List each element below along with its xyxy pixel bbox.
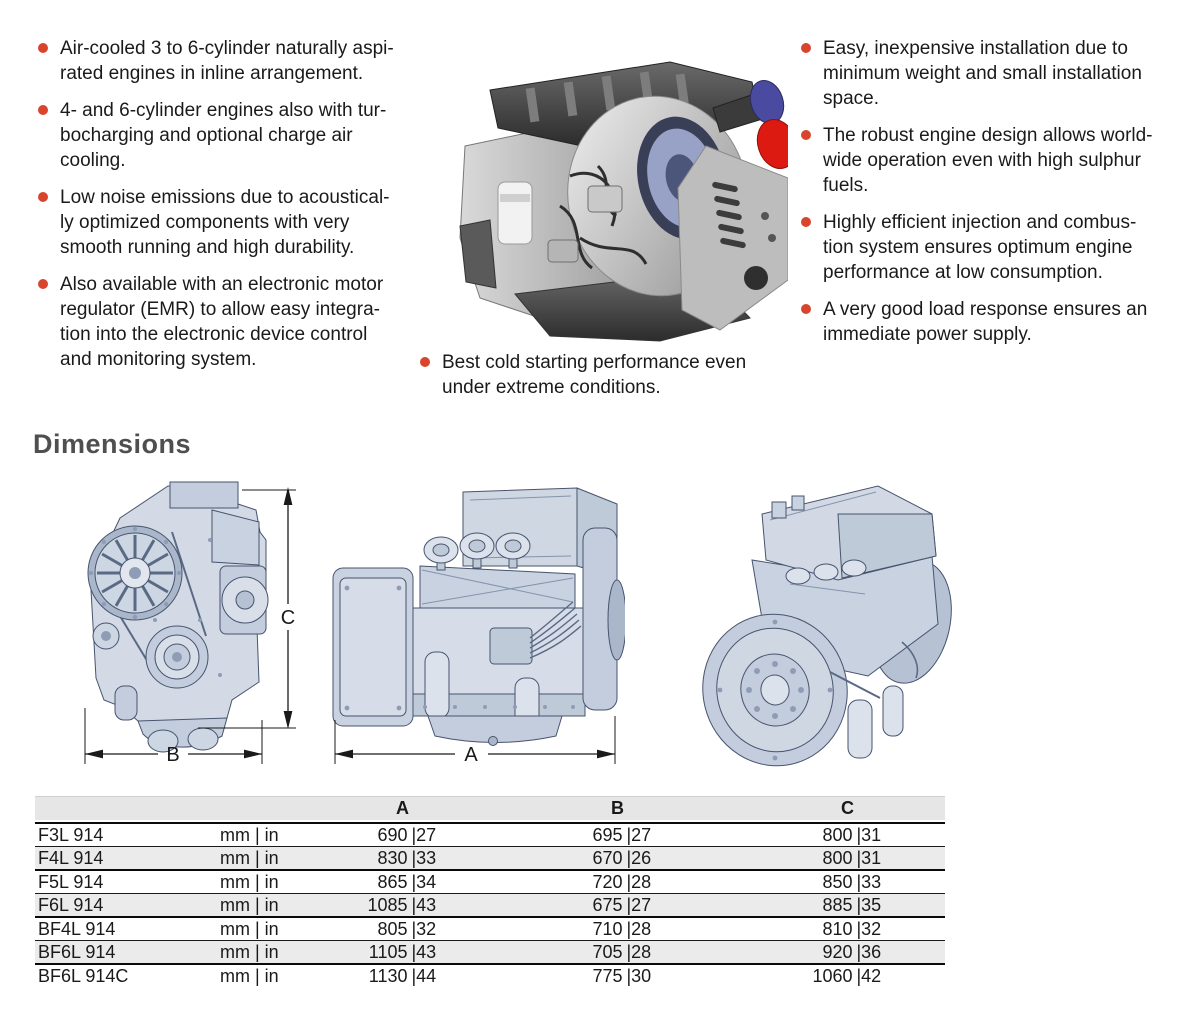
value-b: 775|30 bbox=[592, 965, 652, 986]
table-row: BF4L 914 mm | in 805|32 710|28 810|32 bbox=[35, 918, 945, 941]
feature-list-left: Air-cooled 3 to 6-cylinder naturally asp… bbox=[38, 36, 403, 372]
list-item: Air-cooled 3 to 6-cylinder naturally asp… bbox=[38, 36, 403, 86]
table-row: F5L 914 mm | in 865|34 720|28 850|33 bbox=[35, 871, 945, 894]
bullet-icon bbox=[801, 130, 811, 140]
value-a: 865|34 bbox=[377, 871, 437, 892]
header-separator bbox=[35, 820, 945, 824]
model-cell: F4L 914 bbox=[38, 847, 104, 868]
model-cell: BF4L 914 bbox=[38, 918, 116, 939]
value-c: 920|36 bbox=[822, 941, 882, 962]
bullet-icon bbox=[38, 43, 48, 53]
page-title: Dimensions bbox=[33, 429, 192, 459]
list-item: The robust engine design allows world- w… bbox=[801, 123, 1176, 198]
value-a: 830|33 bbox=[377, 847, 437, 868]
value-b: 705|28 bbox=[592, 941, 652, 962]
bullet-icon bbox=[38, 105, 48, 115]
engine-front-view-drawing: C B bbox=[84, 481, 296, 766]
value-c: 800|31 bbox=[822, 847, 882, 868]
value-b: 695|27 bbox=[592, 824, 652, 845]
feature-text: Best cold starting performance even unde… bbox=[442, 352, 747, 398]
model-cell: BF6L 914C bbox=[38, 965, 129, 986]
units-cell: mm | in bbox=[220, 824, 279, 845]
list-item: Low noise emissions due to acoustical- l… bbox=[38, 185, 403, 260]
units-cell: mm | in bbox=[220, 871, 279, 892]
list-item: Best cold starting performance even unde… bbox=[420, 350, 765, 400]
header-b: B bbox=[611, 798, 624, 818]
bullet-icon bbox=[420, 357, 430, 367]
feature-text: Also available with an electronic motor … bbox=[60, 274, 384, 370]
value-b: 675|27 bbox=[592, 894, 652, 915]
value-c: 810|32 bbox=[822, 918, 882, 939]
list-item: 4- and 6-cylinder engines also with tur-… bbox=[38, 98, 403, 173]
dimension-drawings: C B bbox=[0, 470, 1180, 782]
bullet-icon bbox=[801, 217, 811, 227]
list-item: A very good load response ensures an imm… bbox=[801, 297, 1176, 347]
dimension-label-c: C bbox=[281, 607, 295, 629]
feature-text: 4- and 6-cylinder engines also with tur-… bbox=[60, 100, 387, 171]
value-c: 1060|42 bbox=[812, 965, 882, 986]
table-row: F6L 914 mm | in 1085|43 675|27 885|35 bbox=[35, 894, 945, 918]
feature-text: Low noise emissions due to acoustical- l… bbox=[60, 187, 390, 258]
feature-text: Air-cooled 3 to 6-cylinder naturally asp… bbox=[60, 38, 394, 84]
table-row: F4L 914 mm | in 830|33 670|26 800|31 bbox=[35, 847, 945, 871]
value-c: 850|33 bbox=[822, 871, 882, 892]
feature-list-center: Best cold starting performance even unde… bbox=[420, 350, 765, 400]
engine-photo bbox=[459, 61, 788, 342]
model-cell: BF6L 914 bbox=[38, 941, 116, 962]
value-a: 1105|43 bbox=[368, 941, 437, 962]
value-a: 690|27 bbox=[377, 824, 437, 845]
engine-perspective-drawing bbox=[702, 485, 952, 767]
feature-text: The robust engine design allows world- w… bbox=[823, 125, 1153, 196]
value-a: 805|32 bbox=[377, 918, 437, 939]
units-cell: mm | in bbox=[220, 894, 279, 915]
value-c: 800|31 bbox=[822, 824, 882, 845]
bullet-icon bbox=[801, 43, 811, 53]
units-cell: mm | in bbox=[220, 965, 279, 986]
feature-list-right: Easy, inexpensive installation due to mi… bbox=[801, 36, 1176, 347]
engine-side-view-drawing: A bbox=[332, 487, 625, 766]
model-cell: F5L 914 bbox=[38, 871, 104, 892]
feature-text: Easy, inexpensive installation due to mi… bbox=[823, 38, 1142, 109]
model-cell: F6L 914 bbox=[38, 894, 104, 915]
value-b: 710|28 bbox=[592, 918, 652, 939]
value-a: 1130|44 bbox=[368, 965, 437, 986]
dimension-label-a: A bbox=[464, 744, 478, 766]
value-a: 1085|43 bbox=[367, 894, 437, 915]
value-b: 670|26 bbox=[592, 847, 652, 868]
list-item: Highly efficient injection and combus- t… bbox=[801, 210, 1176, 285]
dimensions-table: A B C F3L 914 mm | in 690|27 695|27 800|… bbox=[35, 796, 945, 987]
bullet-icon bbox=[38, 279, 48, 289]
units-cell: mm | in bbox=[220, 941, 279, 962]
header-c: C bbox=[841, 798, 854, 818]
bullet-icon bbox=[801, 304, 811, 314]
value-b: 720|28 bbox=[592, 871, 652, 892]
table-row: F3L 914 mm | in 690|27 695|27 800|31 bbox=[35, 824, 945, 847]
feature-text: A very good load response ensures an imm… bbox=[823, 299, 1148, 345]
model-cell: F3L 914 bbox=[38, 824, 104, 845]
header-a: A bbox=[396, 798, 409, 818]
bullet-icon bbox=[38, 192, 48, 202]
feature-text: Highly efficient injection and combus- t… bbox=[823, 212, 1137, 283]
dimension-label-b: B bbox=[166, 744, 179, 766]
list-item: Also available with an electronic motor … bbox=[38, 272, 403, 372]
value-c: 885|35 bbox=[822, 894, 882, 915]
list-item: Easy, inexpensive installation due to mi… bbox=[801, 36, 1176, 111]
units-cell: mm | in bbox=[220, 918, 279, 939]
table-header-row: A B C bbox=[35, 796, 945, 820]
table-row: BF6L 914 mm | in 1105|43 705|28 920|36 bbox=[35, 941, 945, 965]
table-row: BF6L 914C mm | in 1130|44 775|30 1060|42 bbox=[35, 965, 945, 987]
units-cell: mm | in bbox=[220, 847, 279, 868]
